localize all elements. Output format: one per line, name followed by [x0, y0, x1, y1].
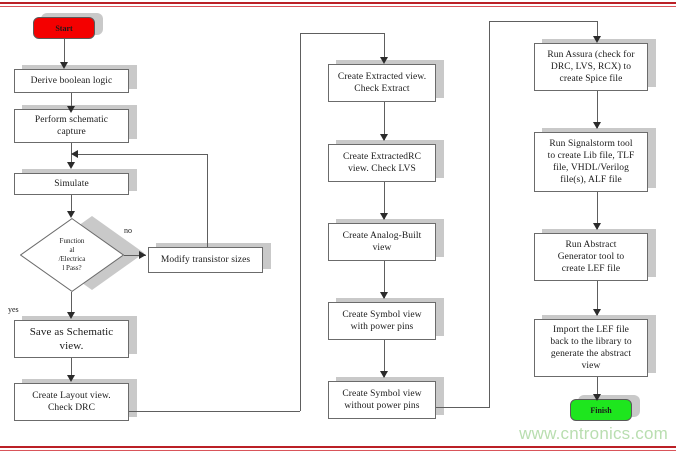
node-save-as-schematic-view-label: Save as Schematic view.: [29, 326, 114, 352]
arrowhead-decision-no: [139, 251, 146, 259]
node-run-assura-label: Run Assura (check for DRC, LVS, RCX) to …: [547, 50, 635, 84]
node-create-analog-built-view-label: Create Analog-Built view: [342, 231, 422, 253]
decision-label: Function al /Electrica l Pass?: [58, 237, 86, 272]
node-derive-boolean-logic[interactable]: Derive boolean logic: [14, 69, 129, 93]
arrowhead-signalstorm-to-abstract: [593, 223, 601, 230]
node-simulate-label: Simulate: [54, 179, 89, 189]
node-run-abstract-generator-label: Run Abstract Generator tool to create LE…: [557, 240, 625, 274]
connector-extractedrc-to-analog: [384, 182, 385, 219]
arrowhead-extractedrc-to-analog: [380, 213, 388, 220]
node-perform-schematic-capture-label: Perform schematic capture: [34, 115, 109, 137]
arrowhead-extracted-to-extractedrc: [380, 134, 388, 141]
connector-symbol-with-to-without: [384, 340, 385, 377]
arrowhead-simulate-to-decision: [67, 211, 75, 218]
edge-label-no: no: [124, 226, 132, 235]
node-create-extractedrc-view[interactable]: Create ExtractedRC view. Check LVS: [328, 144, 436, 182]
decision-functional-electrical-pass[interactable]: Function al /Electrica l Pass?: [20, 218, 124, 292]
node-create-layout-view-label: Create Layout view. Check DRC: [32, 391, 111, 413]
node-create-symbol-view-with-power-pins-label: Create Symbol view with power pins: [342, 310, 422, 332]
arrowhead-analog-to-symbol-with: [380, 292, 388, 299]
arrowhead-feedback-to-trunk: [71, 150, 78, 158]
connector-signalstorm-to-abstract: [597, 192, 598, 229]
arrowhead-into-create-extracted-view: [380, 57, 388, 64]
top-rule-thick: [0, 2, 676, 4]
arrowhead-abstract-to-import: [593, 309, 601, 316]
connector-right-top-drop: [597, 21, 598, 40]
node-modify-transistor-sizes-label: Modify transistor sizes: [160, 255, 251, 265]
connector-middle-to-right-horizontal: [436, 407, 490, 408]
node-create-layout-view[interactable]: Create Layout view. Check DRC: [14, 383, 129, 421]
node-import-lef-file-label: Import the LEF file back to the library …: [550, 325, 632, 371]
connector-right-top-horizontal: [489, 21, 598, 22]
node-run-abstract-generator[interactable]: Run Abstract Generator tool to create LE…: [534, 233, 648, 281]
connector-start-to-derive: [64, 39, 65, 64]
arrowhead-save-to-layout: [67, 375, 75, 382]
node-create-extractedrc-view-label: Create ExtractedRC view. Check LVS: [342, 152, 422, 174]
node-save-as-schematic-view[interactable]: Save as Schematic view.: [14, 320, 129, 358]
connector-middle-to-right-vertical: [489, 21, 490, 408]
start-terminator[interactable]: Start: [33, 17, 95, 39]
connector-layout-to-middle-vertical: [300, 33, 301, 411]
arrowhead-capture-to-simulate: [67, 162, 75, 169]
start-terminator-label: Start: [55, 23, 73, 33]
node-simulate[interactable]: Simulate: [14, 173, 129, 195]
node-import-lef-file[interactable]: Import the LEF file back to the library …: [534, 319, 648, 377]
watermark: www.cntronics.com: [519, 424, 668, 443]
connector-decision-no: [124, 255, 146, 256]
arrowhead-start-to-derive: [60, 62, 68, 69]
arrowhead-derive-to-capture: [67, 106, 75, 113]
node-perform-schematic-capture[interactable]: Perform schematic capture: [14, 109, 129, 143]
top-rule-thin: [0, 6, 676, 7]
edge-label-yes: yes: [8, 305, 19, 314]
node-derive-boolean-logic-label: Derive boolean logic: [30, 76, 113, 86]
arrowhead-assura-to-signalstorm: [593, 122, 601, 129]
connector-extracted-to-extractedrc: [384, 102, 385, 140]
node-run-signalstorm-label: Run Signalstorm tool to create Lib file,…: [547, 139, 635, 185]
connector-feedback-horizontal: [78, 154, 208, 155]
node-run-signalstorm[interactable]: Run Signalstorm tool to create Lib file,…: [534, 132, 648, 192]
arrowhead-into-run-assura: [593, 36, 601, 43]
node-create-symbol-view-with-power-pins[interactable]: Create Symbol view with power pins: [328, 302, 436, 340]
node-create-symbol-view-without-power-pins[interactable]: Create Symbol view without power pins: [328, 381, 436, 419]
connector-middle-top-horizontal: [300, 33, 385, 34]
arrowhead-symbol-with-to-without: [380, 371, 388, 378]
connector-feedback-vertical: [207, 154, 208, 247]
node-modify-transistor-sizes[interactable]: Modify transistor sizes: [148, 247, 263, 273]
arrowhead-decision-yes: [67, 312, 75, 319]
arrowhead-import-to-finish: [593, 394, 601, 401]
node-create-symbol-view-without-power-pins-label: Create Symbol view without power pins: [342, 389, 422, 411]
connector-save-to-layout: [71, 358, 72, 380]
connector-middle-top-drop: [384, 33, 385, 61]
node-create-extracted-view[interactable]: Create Extracted view. Check Extract: [328, 64, 436, 102]
connector-derive-to-capture: [71, 93, 72, 109]
connector-layout-to-middle-horizontal: [129, 411, 300, 412]
finish-terminator[interactable]: Finish: [570, 399, 632, 421]
node-run-assura[interactable]: Run Assura (check for DRC, LVS, RCX) to …: [534, 43, 648, 91]
connector-simulate-to-decision: [71, 195, 72, 216]
bottom-rule-thick: [0, 446, 676, 448]
connector-decision-yes: [71, 292, 72, 317]
bottom-rule-thin: [0, 450, 676, 451]
connector-analog-to-symbol-with: [384, 261, 385, 298]
node-create-extracted-view-label: Create Extracted view. Check Extract: [337, 72, 427, 94]
connector-abstract-to-import: [597, 281, 598, 315]
connector-assura-to-signalstorm: [597, 91, 598, 128]
connector-import-to-finish: [597, 377, 598, 399]
finish-terminator-label: Finish: [590, 405, 612, 415]
node-create-analog-built-view[interactable]: Create Analog-Built view: [328, 223, 436, 261]
